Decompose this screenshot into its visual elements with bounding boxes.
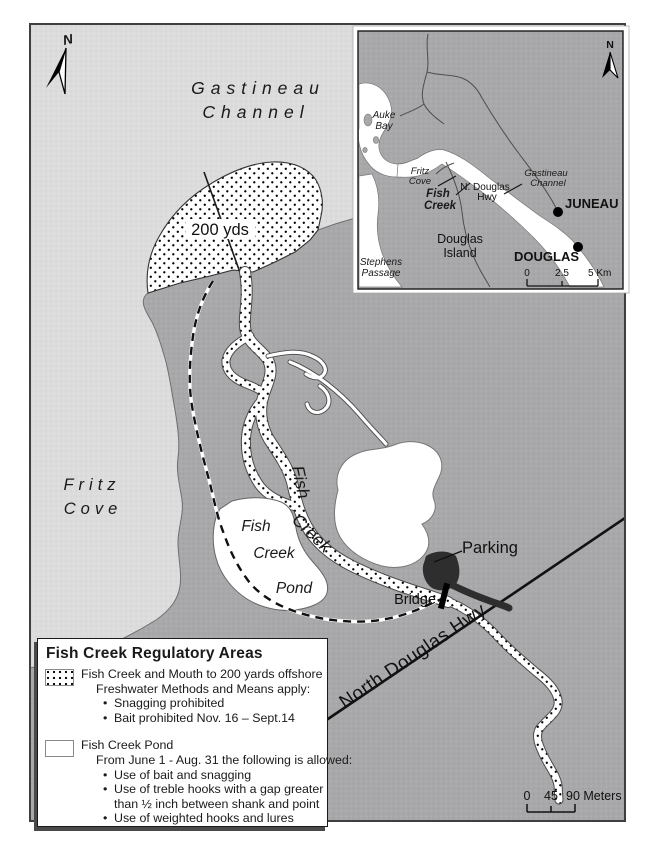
inset-douglas-island-line1: Douglas	[437, 232, 483, 246]
parking-leader-line	[433, 550, 463, 563]
douglas-dot	[573, 242, 583, 252]
legend-bullet: Use of treble hooks with a gap greater t…	[103, 782, 341, 811]
inset-roads	[399, 33, 557, 288]
bridge-symbol	[437, 582, 451, 610]
inset-gastineau-channel-water	[396, 149, 605, 288]
juneau-dot	[553, 207, 563, 217]
inset-fritz-cove-line2: Cove	[409, 176, 431, 187]
fritz-cove-label-line2: Cove	[64, 500, 123, 518]
inset-scale-5km: 5 Km	[588, 268, 611, 279]
inset-map: Auke Bay Fritz Cove Fish Creek N. Dougla…	[352, 25, 630, 294]
inset-island-3	[362, 147, 368, 153]
legend-item1-sub: Freshwater Methods and Means apply:	[96, 681, 311, 696]
inset-douglas-island-line2: Island	[443, 246, 476, 260]
inset-island-2	[372, 136, 379, 144]
legend-item1-label: Fish Creek and Mouth to 200 yards offsho…	[81, 667, 323, 681]
legend-item-pond: Fish Creek Pond From June 1 - Aug. 31 th…	[44, 738, 352, 826]
legend-bullet: Snagging prohibited	[103, 696, 341, 711]
legend-item2-label: Fish Creek Pond	[81, 738, 174, 753]
trail-dashed-path	[188, 280, 445, 624]
inset-leader-lines	[437, 175, 523, 196]
radius-label-halo	[186, 219, 255, 239]
inset-fritz-cove-line1: Fritz	[411, 166, 430, 177]
fritz-cove-label-line1: Fritz	[63, 476, 120, 494]
legend-item-creek-mouth: Fish Creek and Mouth to 200 yards offsho…	[44, 667, 323, 725]
pond-label-line1: Fish	[241, 518, 270, 535]
legend-item2-bullets: Use of bait and snagging Use of treble h…	[81, 768, 341, 826]
parking-lot-area	[422, 551, 460, 591]
inset-stephens-line1: Stephens	[360, 257, 402, 268]
highway-line	[321, 517, 624, 725]
fish-creek-channels	[221, 266, 564, 805]
gastineau-channel-label-line1: Gastineau	[191, 78, 325, 98]
north-arrow-icon: N	[46, 31, 75, 95]
north-label: N	[62, 31, 75, 48]
inset-island-1	[363, 113, 373, 127]
inset-scale-0: 0	[524, 268, 530, 279]
legend-box: Fish Creek Regulatory Areas Fish Creek a…	[37, 638, 352, 827]
main-scale-0: 0	[524, 789, 531, 803]
inset-scale-25: 2.5	[555, 268, 569, 279]
inset-auke-bay-line2: Bay	[375, 121, 393, 132]
inset-n-douglas-hwy-line2: Hwy	[477, 192, 496, 203]
main-scale-45: 45	[544, 789, 558, 803]
inset-scale-bar	[526, 279, 599, 287]
legend-title: Fish Creek Regulatory Areas	[46, 645, 263, 662]
parking-access-road	[446, 580, 513, 612]
inset-gastineau-line1: Gastineau	[524, 168, 568, 179]
legend-bullet: Bait prohibited Nov. 16 – Sept.14	[103, 711, 341, 726]
legend-bullet: Use of bait and snagging	[103, 768, 341, 783]
legend-item2-sub: From June 1 - Aug. 31 the following is a…	[96, 752, 353, 767]
bridge-label: Bridge	[394, 592, 436, 608]
legend-bullet: Use of weighted hooks and lures	[103, 811, 341, 826]
main-scale-bar	[526, 804, 576, 813]
main-scale-90-meters: 90 Meters	[566, 789, 622, 803]
gastineau-channel-label-line2: Channel	[202, 102, 309, 122]
pond-label-line3: Pond	[276, 580, 314, 597]
dotted-area-swatch	[45, 669, 74, 686]
inset-stephens-line2: Passage	[362, 268, 401, 279]
inset-frame	[357, 30, 624, 290]
inset-stephens-passage-water	[359, 173, 403, 288]
inset-north-arrow-icon: N	[602, 39, 619, 79]
inset-content: Auke Bay Fritz Cove Fish Creek N. Dougla…	[359, 33, 619, 288]
inset-n-douglas-hwy-line1: N. Douglas	[460, 182, 509, 193]
side-sloughs	[265, 349, 389, 447]
fish-creek-pond-area	[212, 497, 329, 611]
inset-north-label: N	[606, 39, 614, 51]
inset-fish-creek-line1: Fish	[426, 188, 450, 200]
inset-gastineau-line2: Channel	[530, 178, 566, 189]
inset-douglas-label: DOUGLAS	[514, 249, 579, 264]
inset-juneau-label: JUNEAU	[565, 196, 618, 211]
white-area-swatch	[45, 740, 74, 758]
inset-fish-creek-line2: Creek	[424, 200, 457, 212]
legend-item1-bullets: Snagging prohibited Bait prohibited Nov.…	[81, 696, 341, 725]
tidal-flat-area	[334, 441, 443, 569]
parking-label: Parking	[462, 539, 518, 557]
radius-200yds-label: 200 yds	[191, 221, 249, 239]
pond-label-line2: Creek	[253, 545, 296, 562]
inset-auke-bay-line1: Auke	[372, 110, 396, 121]
